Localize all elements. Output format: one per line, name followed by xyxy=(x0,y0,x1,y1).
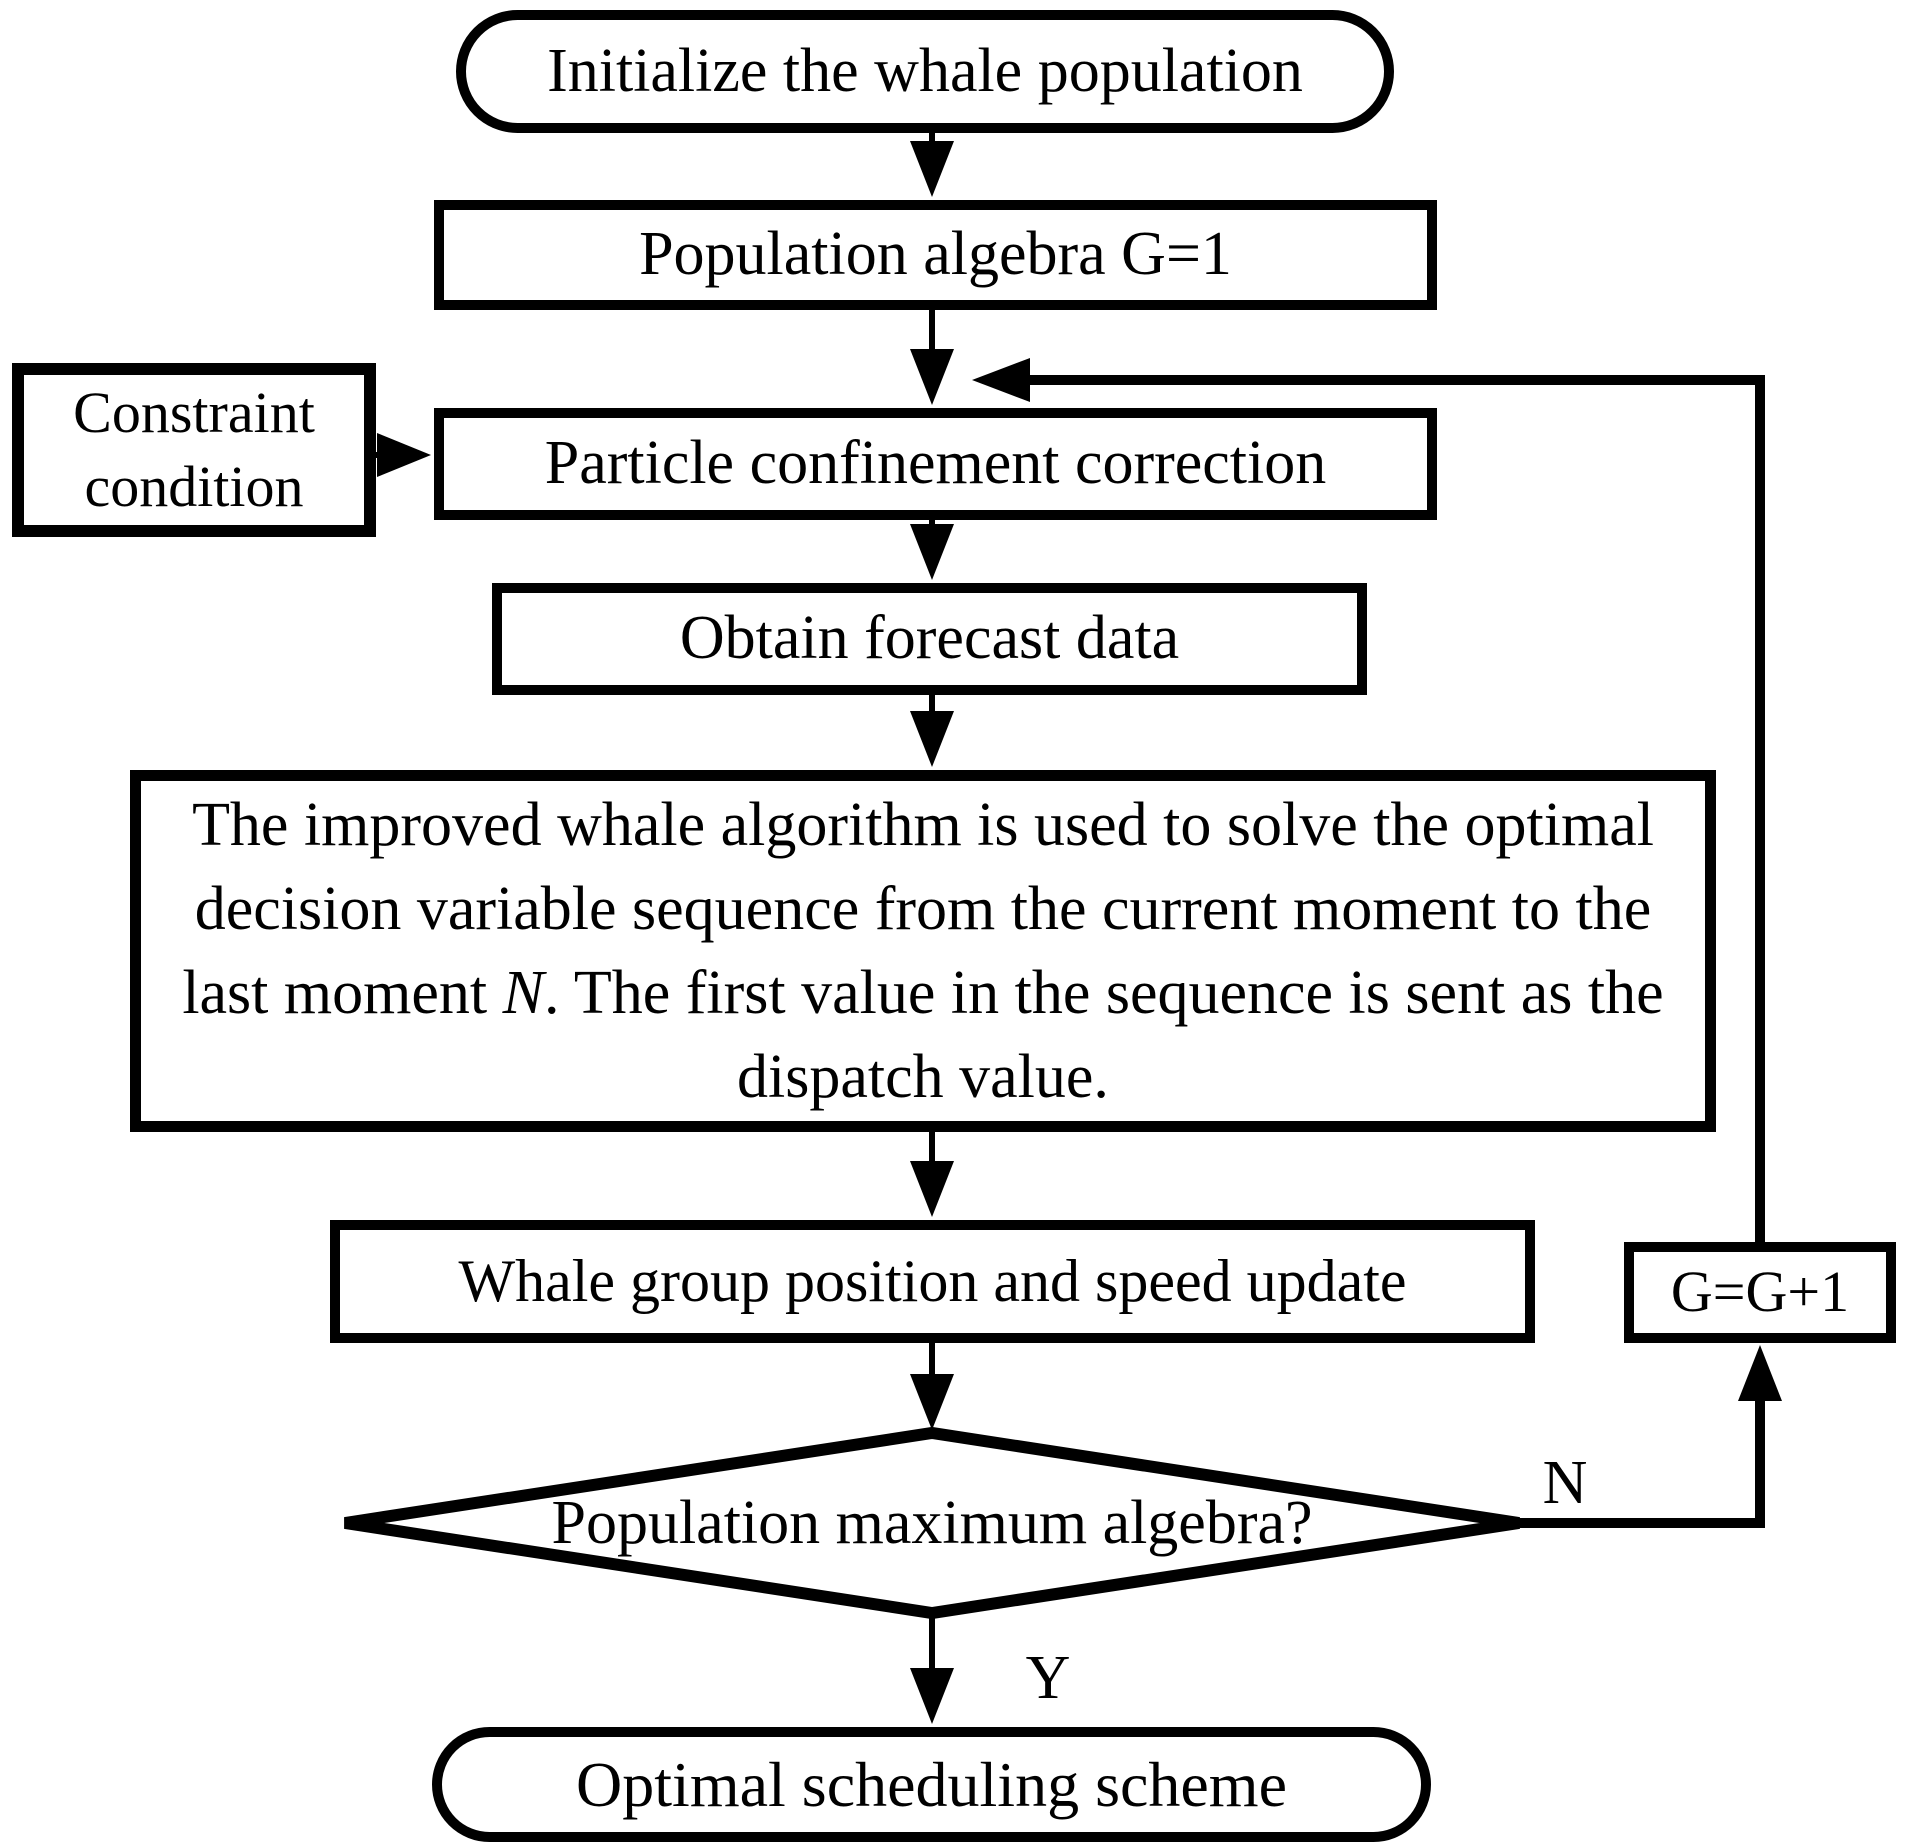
edge-label-no: N xyxy=(1520,1443,1610,1523)
node-population-algebra: Population algebra G=1 xyxy=(434,200,1437,310)
node-solve-algorithm: The improved whale algorithm is used to … xyxy=(130,770,1716,1132)
node-whale-update: Whale group position and speed update xyxy=(330,1220,1535,1343)
edge-feedback-loop xyxy=(1028,375,1765,1242)
node-constraint-condition-label: Constraint condition xyxy=(73,379,315,519)
arrow-down-icon xyxy=(910,349,954,405)
arrow-down-icon xyxy=(910,1374,954,1430)
node-whale-update-label: Whale group position and speed update xyxy=(458,1248,1407,1315)
arrow-down-icon xyxy=(910,711,954,767)
solve-label-part2: . The first value in the sequence is sen… xyxy=(543,959,1664,1111)
arrow-right-icon xyxy=(377,433,431,477)
node-obtain-forecast-label: Obtain forecast data xyxy=(679,604,1180,673)
arrow-down-icon xyxy=(910,141,954,197)
node-population-algebra-label: Population algebra G=1 xyxy=(639,220,1232,289)
solve-label-variable-n: N xyxy=(502,959,544,1027)
node-solve-algorithm-label: The improved whale algorithm is used to … xyxy=(169,783,1677,1119)
node-obtain-forecast: Obtain forecast data xyxy=(492,583,1367,695)
edge-label-yes: Y xyxy=(1003,1638,1093,1718)
arrow-up-icon xyxy=(1738,1345,1782,1401)
node-end-terminator: Optimal scheduling scheme xyxy=(432,1727,1431,1842)
arrow-down-icon xyxy=(910,1161,954,1217)
node-decision-text: Population maximum algebra? xyxy=(345,1433,1519,1613)
node-end-label: Optimal scheduling scheme xyxy=(576,1748,1287,1820)
edge-label-no-text: N xyxy=(1542,1448,1588,1517)
edge-decision-no xyxy=(1519,1398,1765,1528)
arrow-down-icon xyxy=(910,1668,954,1724)
solve-label-part1: The improved whale algorithm is used to … xyxy=(182,791,1654,1027)
arrow-left-icon xyxy=(972,358,1030,402)
node-decision-label: Population maximum algebra? xyxy=(551,1488,1313,1557)
node-particle-correction: Particle confinement correction xyxy=(434,408,1437,520)
decision-diamond-shape xyxy=(344,1426,1520,1620)
node-particle-correction-label: Particle confinement correction xyxy=(544,429,1327,498)
node-increment-generation: G=G+1 xyxy=(1624,1242,1896,1343)
node-start-terminator: Initialize the whale population xyxy=(456,10,1394,133)
node-start-label: Initialize the whale population xyxy=(547,36,1303,105)
node-constraint-condition: Constraint condition xyxy=(12,363,376,537)
arrow-down-icon xyxy=(910,524,954,580)
edge-label-yes-text: Y xyxy=(1025,1643,1071,1712)
node-increment-generation-label: G=G+1 xyxy=(1670,1259,1850,1325)
